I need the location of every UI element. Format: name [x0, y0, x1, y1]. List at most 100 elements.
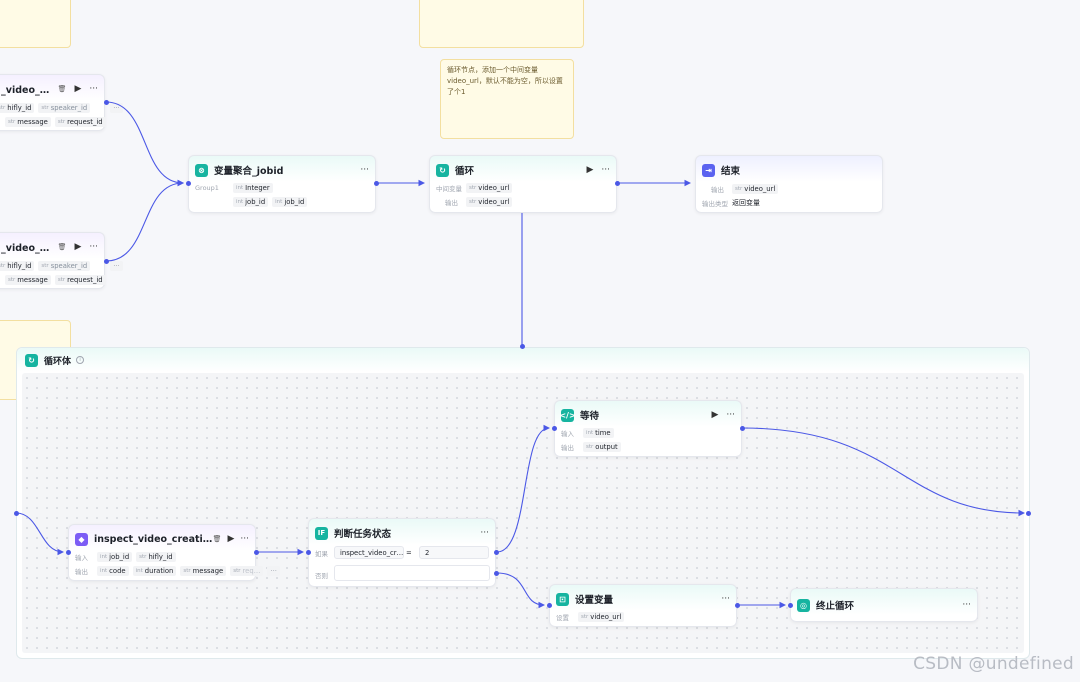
more-tag[interactable]: ··· — [110, 261, 123, 271]
loop-body-icon: ↻ — [25, 353, 38, 367]
output-type-value: 返回变量 — [732, 199, 760, 207]
output-label: 输出 — [561, 444, 574, 452]
node-condition-judge[interactable]: IF 判断任务状态 ··· 如果 inspect_video_cr… = 2 否… — [308, 518, 496, 587]
more-icon[interactable]: ··· — [726, 410, 735, 420]
node-inspect-video-creation[interactable]: ◆ inspect_video_creation_sta… 🗑 ▶ ··· 输入… — [68, 524, 280, 581]
more-icon[interactable]: ··· — [601, 165, 610, 175]
condition-right-operand[interactable]: 2 — [419, 546, 489, 559]
more-icon[interactable]: ··· — [721, 594, 730, 604]
port-out[interactable] — [104, 259, 109, 264]
watermark: CSDN @undefined — [913, 654, 1074, 674]
sticky-note-top-left[interactable] — [0, 0, 71, 48]
else-label: 否则 — [315, 572, 328, 580]
edge-audio-to-aggregate — [105, 179, 185, 262]
port-in[interactable] — [306, 550, 311, 555]
port-out[interactable] — [740, 426, 745, 431]
trash-icon[interactable]: 🗑 — [57, 243, 67, 251]
edge-start-to-inspect — [15, 512, 65, 556]
more-icon[interactable]: ··· — [480, 528, 489, 538]
port-out[interactable] — [615, 181, 620, 186]
if-icon: IF — [315, 526, 328, 540]
output-label: 输出 — [711, 186, 724, 194]
run-icon[interactable]: ▶ — [74, 242, 82, 252]
more-icon[interactable]: ··· — [360, 165, 369, 175]
port-out[interactable] — [254, 550, 259, 555]
port-out[interactable] — [14, 511, 19, 516]
aggregate-icon: ⊗ — [195, 163, 208, 177]
port-out[interactable] — [104, 100, 109, 105]
stop-icon: ◎ — [797, 598, 810, 612]
condition-left-operand[interactable]: inspect_video_cr… — [334, 546, 404, 559]
input-label: 输入 — [561, 430, 574, 438]
run-icon[interactable]: ▶ — [227, 534, 235, 544]
edge-wait-to-loop-end — [741, 427, 1026, 517]
output-label: 输出 — [445, 199, 458, 207]
sticky-note-loop[interactable]: 循环节点，添加一个中间变量video_url，默认不能为空，所以设置了个1 — [440, 59, 574, 139]
port-out[interactable] — [520, 344, 525, 349]
port-in[interactable] — [1026, 511, 1031, 516]
more-tag[interactable]: ··· — [110, 103, 123, 113]
more-icon[interactable]: ··· — [962, 600, 971, 610]
port-in[interactable] — [186, 181, 191, 186]
port-out[interactable] — [374, 181, 379, 186]
condition-operator[interactable]: = — [406, 548, 412, 557]
output-type-label: 输出类型 — [702, 200, 728, 208]
edge-text-to-aggregate — [105, 101, 185, 187]
exit-icon: ⇥ — [702, 163, 715, 177]
trash-icon[interactable]: 🗑 — [57, 85, 67, 93]
port-out[interactable] — [735, 603, 740, 608]
port-out[interactable] — [494, 550, 499, 555]
port-out[interactable] — [494, 571, 499, 576]
mid-var-label: 中间变量 — [436, 185, 462, 193]
run-icon[interactable]: ▶ — [586, 165, 594, 175]
output-label: 输出 — [75, 568, 88, 576]
more-icon[interactable]: ··· — [240, 534, 249, 544]
port-in[interactable] — [66, 550, 71, 555]
info-icon[interactable]: i — [76, 356, 85, 364]
else-branch-box[interactable] — [334, 565, 490, 581]
set-variable-icon: ⊡ — [556, 592, 569, 606]
port-in[interactable] — [552, 426, 557, 431]
loop-icon: ↻ — [436, 163, 449, 177]
node-stop-loop[interactable]: ◎ 终止循环 ··· — [790, 588, 978, 622]
more-icon[interactable]: ··· — [89, 242, 98, 252]
sticky-note-top-center[interactable] — [419, 0, 584, 48]
run-icon[interactable]: ▶ — [74, 84, 82, 94]
more-icon[interactable]: ··· — [89, 84, 98, 94]
group-label: Group1 — [195, 184, 219, 192]
trash-icon[interactable]: 🗑 — [212, 535, 222, 543]
run-icon[interactable]: ▶ — [711, 410, 719, 420]
port-in[interactable] — [547, 603, 552, 608]
more-tag[interactable]: ··· — [267, 566, 280, 576]
plugin-icon: ◆ — [75, 532, 88, 546]
port-in[interactable] — [788, 603, 793, 608]
